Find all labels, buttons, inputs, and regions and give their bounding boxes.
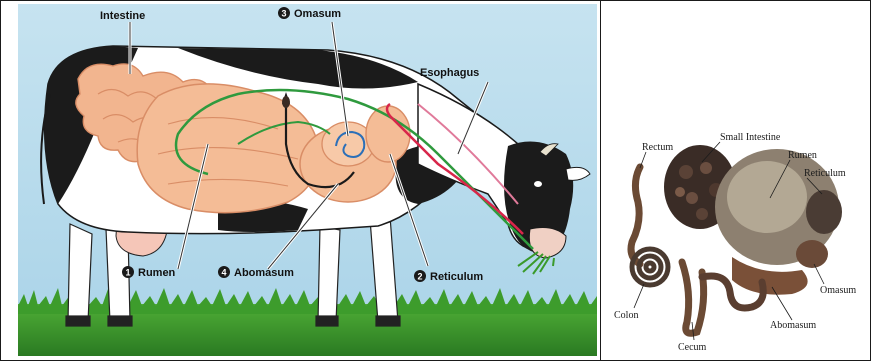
label-reticulum-photo: Reticulum — [804, 168, 846, 179]
label-intestine: Intestine — [100, 10, 145, 22]
label-reticulum: Reticulum — [430, 271, 483, 283]
omasum-tissue — [796, 240, 828, 268]
label-rumen-photo: Rumen — [788, 150, 817, 161]
rumen-number: 1 — [125, 268, 130, 278]
label-colon: Colon — [614, 310, 638, 321]
label-esophagus: Esophagus — [420, 67, 479, 79]
label-abomasum: Abomasum — [234, 267, 294, 279]
rumen-highlight — [727, 161, 807, 233]
label-abomasum-photo: Abomasum — [770, 320, 816, 331]
label-cecum: Cecum — [678, 342, 707, 353]
cow-eye — [534, 181, 542, 187]
panel-divider — [600, 0, 601, 361]
label-small-intestine: Small Intestine — [720, 132, 781, 143]
label-rumen: Rumen — [138, 267, 176, 279]
label-omasum-photo: Omasum — [820, 285, 856, 296]
cow-diagram-panel: Intestine 3 Omasum Esophagus 1 Rumen 4 A… — [18, 4, 597, 356]
label-rectum: Rectum — [642, 142, 673, 153]
omasum-number: 3 — [281, 9, 286, 19]
label-omasum: Omasum — [294, 8, 341, 20]
reticulum-number: 2 — [417, 272, 422, 282]
intestine-entry — [282, 96, 290, 108]
specimen-photo: Rectum Small Intestine Rumen Reticulum O… — [602, 2, 870, 358]
specimen-photo-panel: Rectum Small Intestine Rumen Reticulum O… — [602, 2, 870, 358]
cow-diagram: Intestine 3 Omasum Esophagus 1 Rumen 4 A… — [18, 4, 597, 356]
abomasum-number: 4 — [221, 268, 226, 278]
reticulum-tissue — [806, 190, 842, 234]
